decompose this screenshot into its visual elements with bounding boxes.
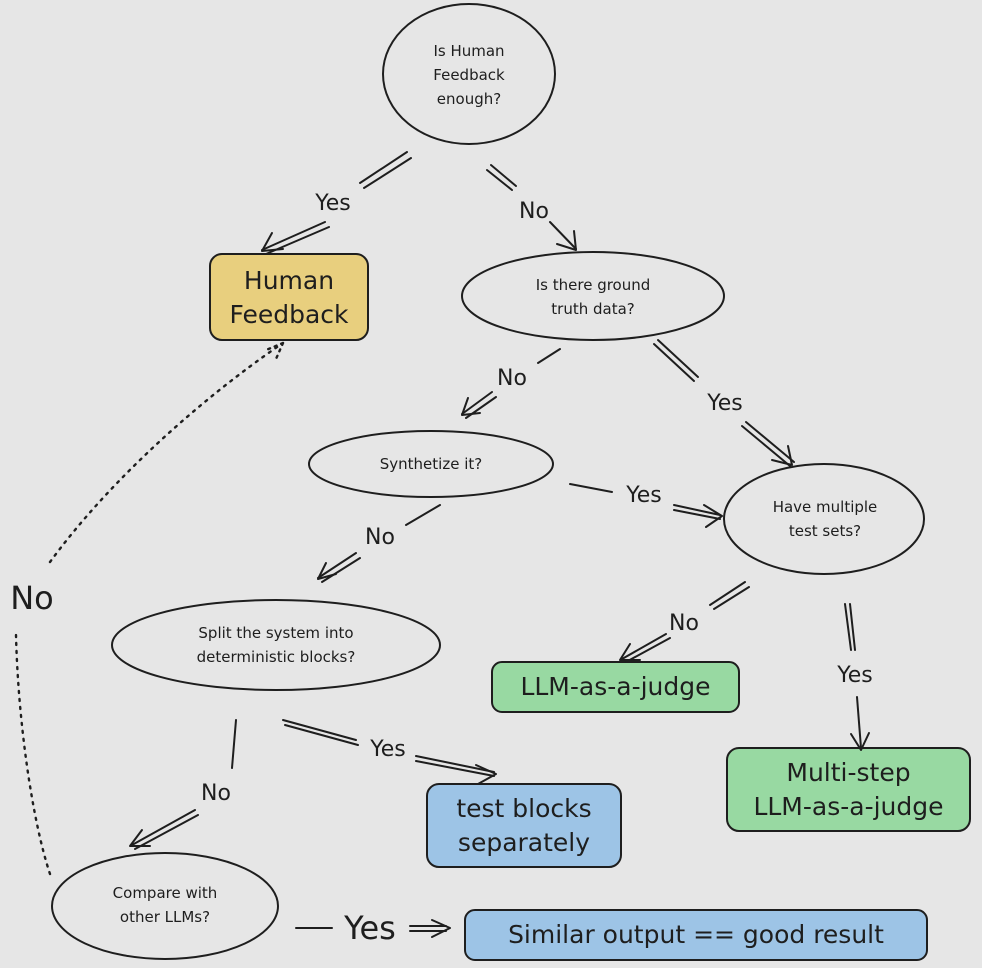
edge-multi-no xyxy=(621,581,750,663)
ellipse-human-feedback-enough xyxy=(382,3,556,145)
ellipse-split-system xyxy=(111,599,441,691)
edge-ground-yes xyxy=(653,339,795,467)
edge-label-split-yes: Yes xyxy=(370,736,406,762)
edge-synth-no xyxy=(317,504,441,583)
edge-split-no xyxy=(131,719,237,850)
edge-label-ground-no: No xyxy=(497,365,527,391)
edge-split-no-head xyxy=(129,829,151,847)
edge-multi-yes xyxy=(844,603,862,749)
edge-label-human-no: No xyxy=(519,198,549,224)
outcome-similar-output: Similar output == good result xyxy=(508,920,884,949)
edge-label-multi-yes: Yes xyxy=(837,662,873,688)
edge-ground-no-head xyxy=(461,397,481,416)
edge-synth-yes-head xyxy=(703,504,723,528)
edge-synth-yes xyxy=(569,483,721,520)
edge-label-compare-no: No xyxy=(10,579,54,617)
edge-multi-no-head xyxy=(619,643,641,661)
edge-compare-no-dotted xyxy=(14,343,282,876)
question-split-system: Split the system into deterministic bloc… xyxy=(196,624,356,666)
edge-label-synth-yes: Yes xyxy=(626,482,662,508)
edge-multi-yes-head xyxy=(850,732,870,751)
edge-label-synth-no: No xyxy=(365,524,395,550)
edge-human-no-head xyxy=(556,230,577,251)
ellipse-synthetize xyxy=(308,430,554,498)
edge-label-multi-no: No xyxy=(669,610,699,636)
ellipse-ground-truth xyxy=(461,251,725,341)
edge-split-yes-head xyxy=(475,764,497,785)
box-human-feedback xyxy=(209,253,369,341)
question-synthetize: Synthetize it? xyxy=(379,455,483,473)
edge-human-no xyxy=(486,164,577,250)
edge-label-compare-yes: Yes xyxy=(344,909,396,947)
edge-human-yes xyxy=(261,151,412,255)
outcome-multi-step-llm-judge: Multi-step LLM-as-a-judge xyxy=(753,758,944,821)
question-multiple-test-sets: Have multiple test sets? xyxy=(772,498,878,540)
edge-label-ground-yes: Yes xyxy=(707,390,743,416)
outcome-test-blocks-separately: test blocks separately xyxy=(456,794,592,857)
outcome-llm-as-a-judge: LLM-as-a-judge xyxy=(520,672,711,701)
edge-label-split-no: No xyxy=(201,780,231,806)
edge-synth-no-head xyxy=(317,562,337,580)
ellipse-compare-llms xyxy=(51,852,279,960)
box-llm-as-a-judge xyxy=(491,661,740,713)
box-similar-output xyxy=(464,909,928,961)
box-multi-step-llm-judge xyxy=(726,747,971,832)
outcome-human-feedback: Human Feedback xyxy=(229,266,349,329)
edge-label-human-yes: Yes xyxy=(315,190,351,216)
edge-compare-no-dotted-head xyxy=(264,341,285,361)
edge-split-yes xyxy=(282,719,495,777)
edge-compare-yes xyxy=(295,925,447,932)
edge-ground-yes-head xyxy=(771,445,793,466)
question-compare-llms: Compare with other LLMs? xyxy=(112,884,218,926)
ellipse-multiple-test-sets xyxy=(723,463,925,575)
edge-human-yes-head xyxy=(261,232,284,252)
edge-compare-yes-head xyxy=(431,919,451,938)
question-human-feedback-enough: Is Human Feedback enough? xyxy=(433,42,505,108)
box-test-blocks-separately xyxy=(426,783,622,868)
question-ground-truth: Is there ground truth data? xyxy=(535,276,651,318)
